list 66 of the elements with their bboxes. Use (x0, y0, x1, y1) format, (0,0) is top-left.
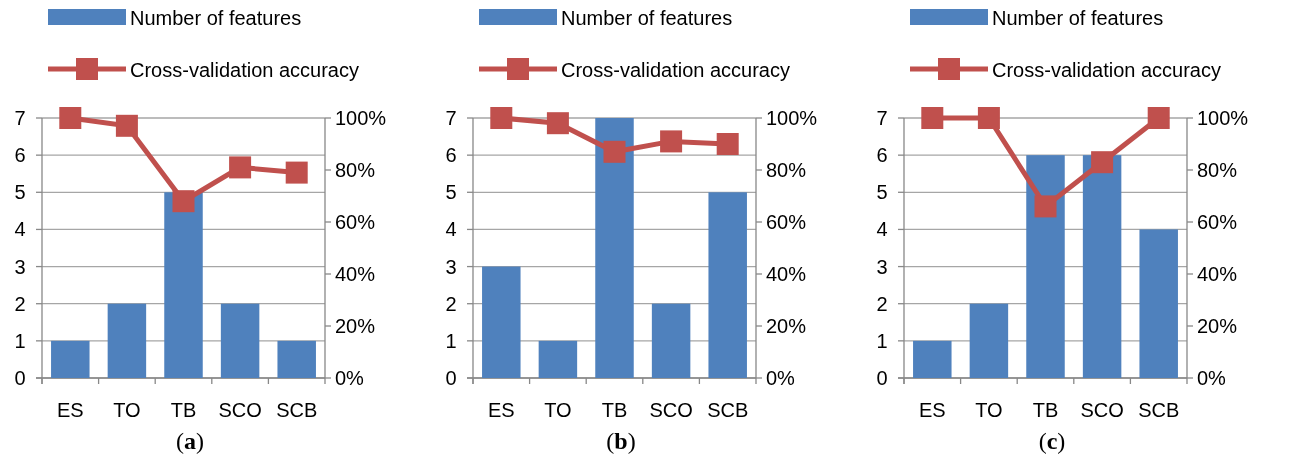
category-label: TO (544, 399, 572, 421)
tick-label: 2 (876, 292, 888, 315)
category-label: TO (113, 399, 141, 421)
legend-label: Number of features (561, 7, 733, 29)
tick-label: 2 (445, 292, 457, 315)
tick-label: 20% (766, 315, 807, 337)
tick-label: 40% (335, 263, 376, 285)
tick-label: 0 (445, 367, 457, 389)
chart-caption: (c) (1038, 428, 1066, 455)
tick-label: 0% (1197, 367, 1226, 389)
tick-label: 60% (335, 211, 376, 233)
tick-label: 40% (1197, 263, 1238, 285)
tick-label: 7 (876, 107, 888, 129)
category-label: SCO (218, 399, 262, 421)
tick-label: 3 (876, 255, 888, 278)
tick-label: 80% (766, 159, 807, 181)
tick-label: 80% (335, 159, 376, 181)
tick-label: 5 (14, 181, 26, 204)
tick-label: 5 (445, 181, 457, 204)
tick-label: 60% (1197, 211, 1238, 233)
category-label: SCB (276, 399, 318, 421)
category-label: TO (975, 399, 1003, 421)
category-label: SCO (649, 399, 693, 421)
legend-label: Cross-validation accuracy (992, 59, 1221, 81)
tick-label: 3 (14, 255, 26, 278)
tick-label: 3 (445, 255, 457, 278)
tick-label: 100% (1197, 107, 1249, 129)
category-label: TB (1032, 399, 1059, 421)
tick-label: 20% (1197, 315, 1238, 337)
tick-label: 100% (335, 107, 387, 129)
tick-label: 0% (335, 367, 364, 389)
tick-label: 1 (14, 329, 26, 352)
tick-label: 6 (445, 144, 457, 167)
chart-caption: (b) (606, 428, 636, 455)
tick-label: 100% (766, 107, 818, 129)
tick-label: 1 (445, 329, 457, 352)
category-label: ES (56, 399, 84, 421)
tick-label: 0 (14, 367, 26, 389)
category-label: SCB (1138, 399, 1180, 421)
tick-label: 40% (766, 263, 807, 285)
legend-label: Number of features (130, 7, 302, 29)
category-label: TB (170, 399, 197, 421)
category-label: SCB (707, 399, 749, 421)
category-label: TB (601, 399, 628, 421)
tick-label: 0 (876, 367, 888, 389)
tick-label: 2 (14, 292, 26, 315)
tick-label: 1 (876, 329, 888, 352)
chart-caption: (a) (176, 428, 204, 455)
tick-label: 6 (876, 144, 888, 167)
tick-label: 80% (1197, 159, 1238, 181)
legend-label: Cross-validation accuracy (561, 59, 790, 81)
tick-label: 4 (876, 218, 888, 241)
category-label: ES (487, 399, 515, 421)
tick-label: 4 (445, 218, 457, 241)
category-label: SCO (1080, 399, 1124, 421)
tick-label: 6 (14, 144, 26, 167)
legend-label: Cross-validation accuracy (130, 59, 359, 81)
tick-label: 5 (876, 181, 888, 204)
category-label: ES (918, 399, 946, 421)
legend-label: Number of features (992, 7, 1164, 29)
tick-label: 60% (766, 211, 807, 233)
tick-label: 7 (445, 107, 457, 129)
tick-label: 4 (14, 218, 26, 241)
tick-label: 7 (14, 107, 26, 129)
tick-label: 0% (766, 367, 795, 389)
tick-label: 20% (335, 315, 376, 337)
